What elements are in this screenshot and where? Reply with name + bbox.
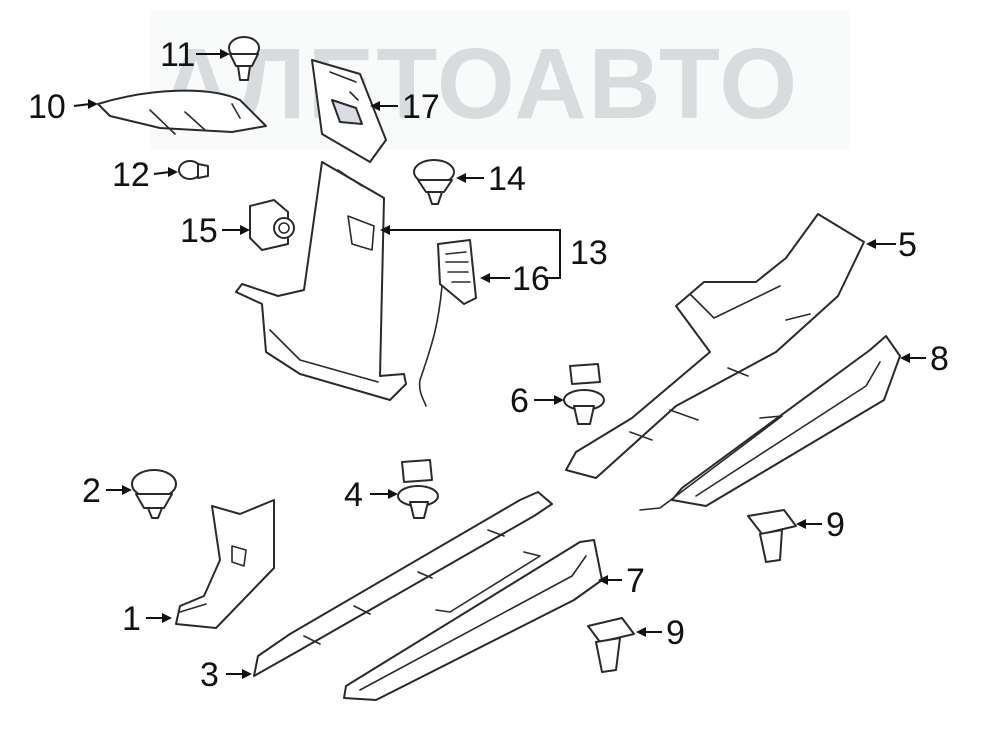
leader-lines	[73, 49, 926, 679]
callout-9-lower: 9	[666, 614, 685, 652]
callout-9-upper: 9	[826, 506, 845, 544]
part-15-sensor	[249, 199, 295, 251]
part-10-upper-trim	[97, 89, 267, 135]
callout-3: 3	[200, 656, 219, 694]
part-14-clip	[413, 159, 455, 205]
callout-10: 10	[28, 88, 66, 126]
part-16-grille	[418, 239, 477, 407]
part-7-scuff-plate	[343, 539, 603, 701]
callout-8: 8	[930, 340, 949, 378]
part-5-sill-trim	[565, 213, 865, 479]
callout-1: 1	[122, 600, 141, 638]
callout-12: 12	[112, 156, 150, 194]
callout-14: 14	[488, 160, 526, 198]
callout-6: 6	[510, 382, 529, 420]
part-2-clip	[131, 469, 177, 519]
part-11-clip	[228, 36, 260, 81]
callout-15: 15	[180, 212, 218, 250]
watermark-logo: АЛЕТОАВТО	[150, 10, 850, 150]
part-8-scuff-plate	[639, 335, 901, 511]
callout-7: 7	[626, 562, 645, 600]
callout-5: 5	[898, 226, 917, 264]
part-9-retainer-upper	[747, 509, 797, 563]
callout-labels: 11 10 12 17 14 15 13 16 5 8 6 2 4 1 3 7 …	[28, 36, 949, 694]
part-1-pillar-trim	[175, 499, 275, 629]
part-6-clip	[563, 363, 605, 425]
callout-11: 11	[160, 36, 195, 74]
watermark-text: АЛЕТОАВТО	[160, 28, 799, 140]
callout-16: 16	[512, 260, 550, 298]
part-12-cap	[178, 160, 209, 180]
callout-17: 17	[402, 88, 440, 126]
callout-13: 13	[570, 234, 608, 272]
callout-2: 2	[82, 472, 101, 510]
callout-4: 4	[344, 476, 363, 514]
part-17-pillar-cover	[311, 59, 387, 163]
part-13-pillar-trim	[235, 161, 407, 401]
part-3-sill-trim	[253, 491, 553, 677]
part-9-retainer-lower	[587, 617, 635, 673]
part-4-clip	[397, 459, 439, 519]
